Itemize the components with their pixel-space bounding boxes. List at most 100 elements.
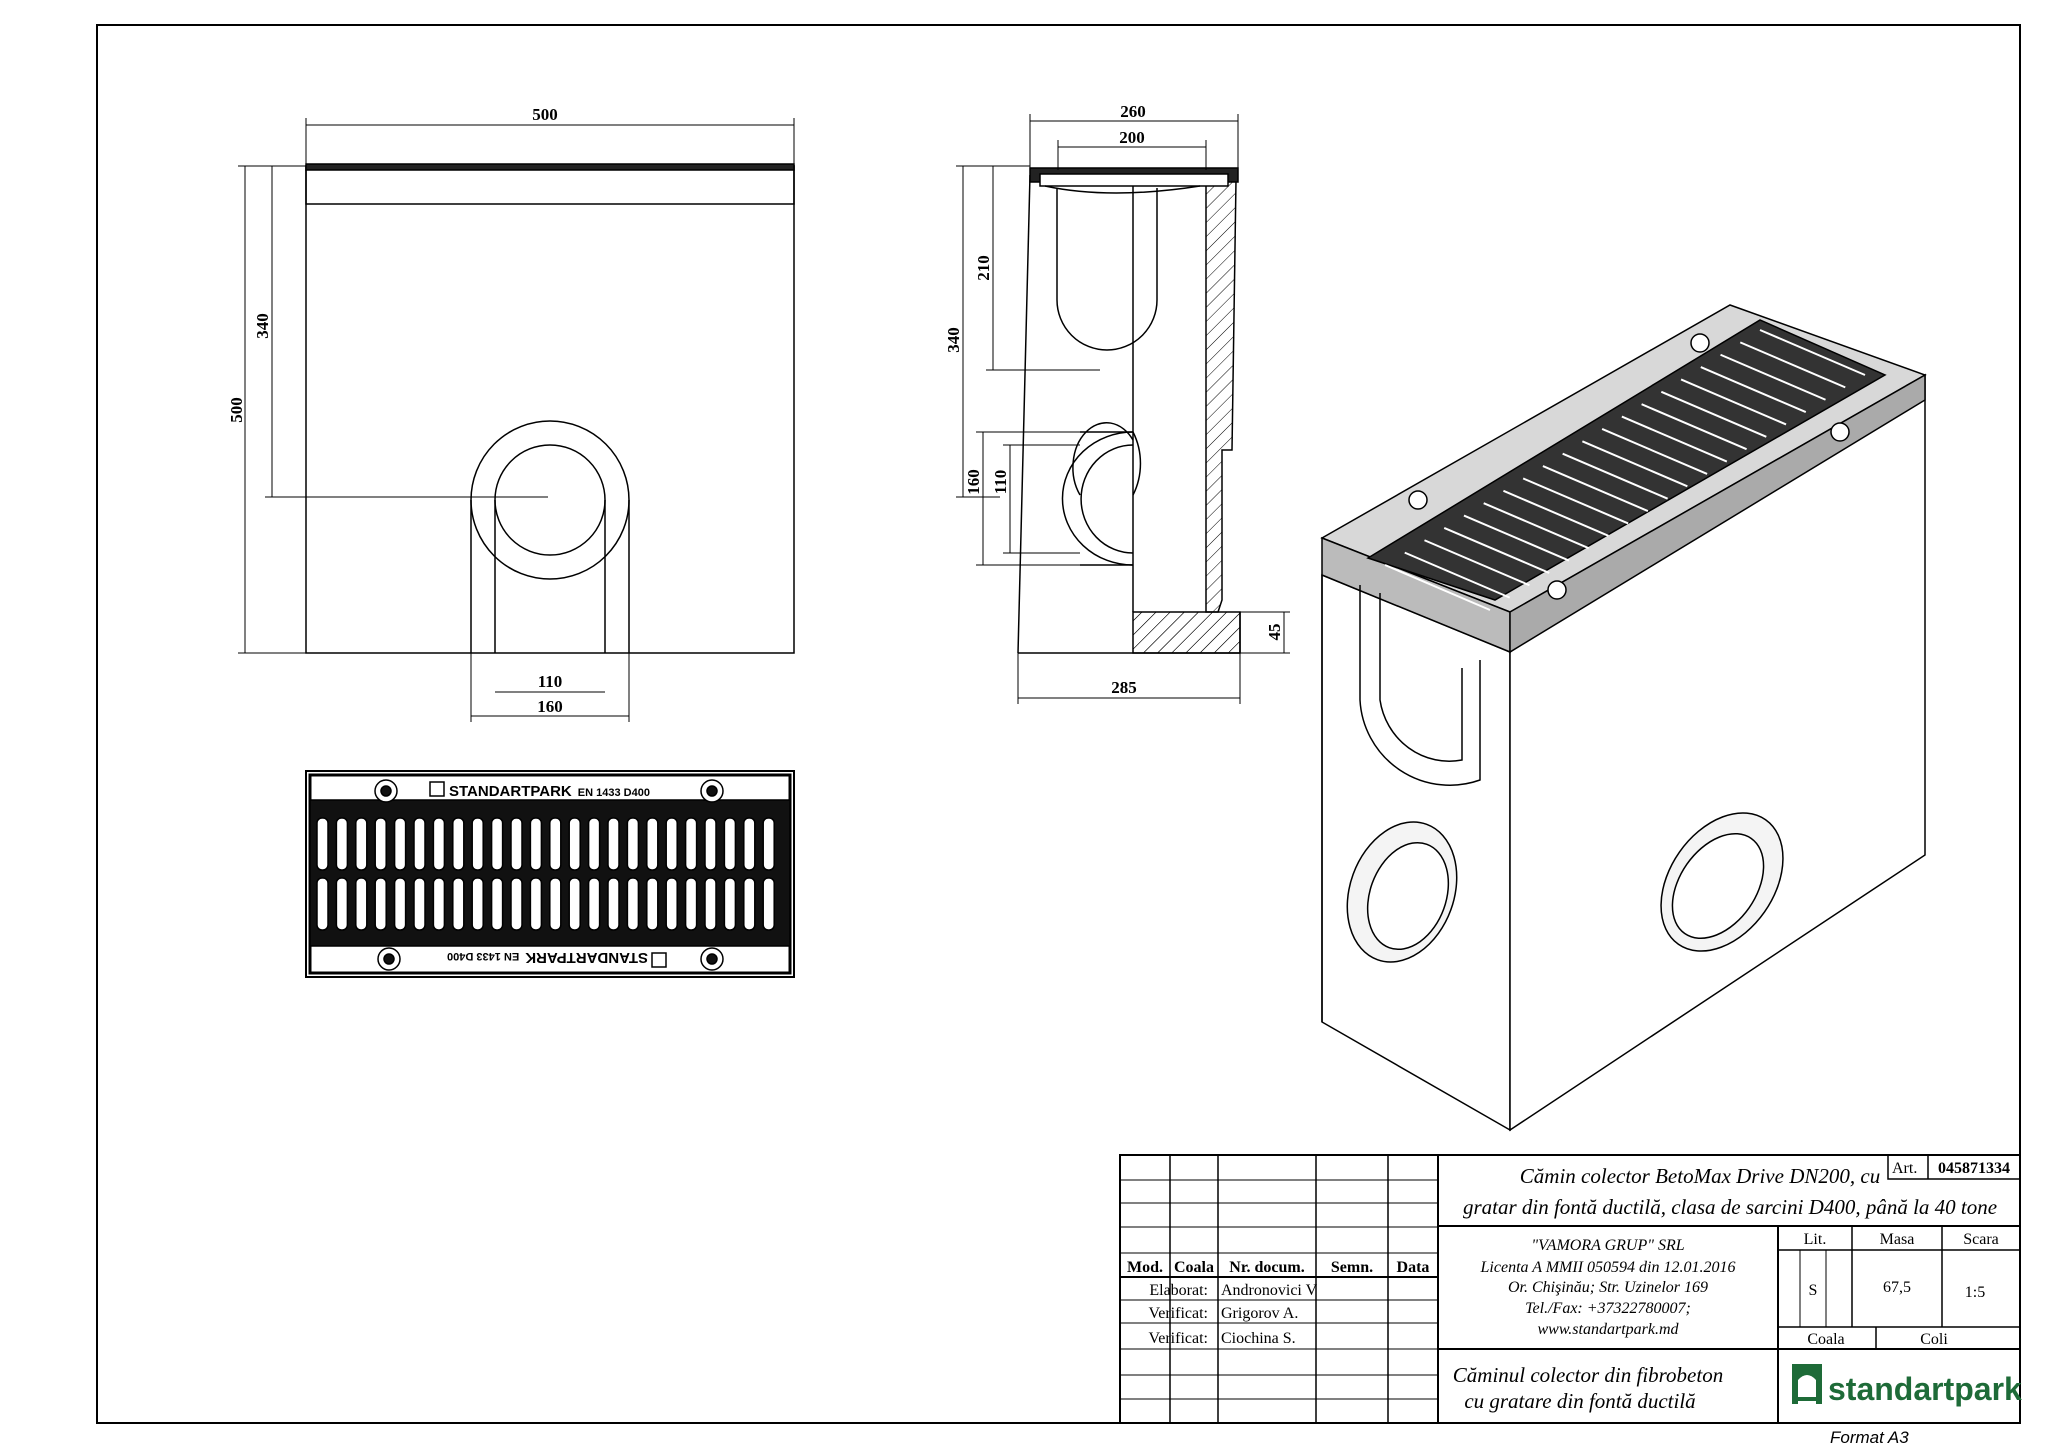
iso-grate-bar: [1739, 341, 1846, 389]
grate-slot: [510, 877, 523, 931]
grate-slot: [587, 877, 601, 931]
grate-slot: [335, 817, 349, 871]
grate-slot: [452, 817, 465, 871]
grate-slot: [510, 817, 523, 871]
grate-slot: [665, 877, 678, 931]
grate-slot: [393, 817, 407, 871]
header-mod: Mod.: [1127, 1259, 1163, 1276]
grate-slot: [471, 877, 484, 931]
grate-slot: [432, 817, 446, 871]
logo-text: standartpark: [1828, 1371, 2022, 1407]
grate-slot: [316, 877, 329, 931]
dim-side-width-inner: 200: [1119, 128, 1145, 147]
grate-slot: [743, 877, 756, 931]
grate-slot: [684, 817, 698, 871]
grate-slot: [413, 817, 426, 871]
iso-grate-bar: [1720, 353, 1826, 401]
header-nr-docum: Nr. docum.: [1229, 1259, 1304, 1276]
grate-slot: [626, 817, 640, 871]
title-block: [1119, 1154, 2021, 1424]
dim-front-width: 500: [532, 105, 558, 124]
grate-slot: [452, 877, 465, 931]
dim-side-bottom: 45: [1265, 624, 1284, 641]
grate-slot: [374, 877, 387, 931]
grate-slot: [704, 817, 717, 871]
dim-front-height-axis: 340: [253, 313, 272, 339]
grate-slot: [529, 877, 543, 931]
dim-side-width-top: 260: [1120, 102, 1146, 121]
iso-grate-bar: [1483, 502, 1590, 550]
front-view: [238, 118, 795, 722]
iso-grate-bar: [1660, 390, 1767, 438]
grate-slot: [393, 877, 407, 931]
grate-slot: [762, 877, 775, 931]
row-name-verificat-2: Ciochina S.: [1221, 1330, 1296, 1347]
grate-slot: [374, 817, 387, 871]
row-name-verificat-1: Grigorov A.: [1221, 1305, 1298, 1322]
dim-side-outer-dia: 160: [964, 469, 983, 495]
subtitle-line-2: cu gratare din fontă ductilă: [1464, 1389, 1695, 1413]
lit-label: Lit.: [1804, 1231, 1827, 1248]
iso-grate-bar: [1601, 428, 1708, 475]
grate-slot: [607, 877, 620, 931]
title-line-2: gratar din fontă ductilă, clasa de sarci…: [1463, 1195, 1997, 1219]
grate-slot: [529, 817, 543, 871]
grating-top-view: [305, 770, 795, 978]
grate-slot: [355, 817, 368, 871]
grate-slot: [335, 877, 349, 931]
dim-side-base-width: 285: [1111, 678, 1137, 697]
iso-grate-bar: [1680, 378, 1787, 426]
header-coala: Coala: [1174, 1259, 1214, 1276]
grate-slot: [684, 877, 698, 931]
iso-grate-bar: [1443, 526, 1550, 574]
grate-slot: [471, 817, 484, 871]
grate-slot: [490, 877, 504, 931]
grate-slot: [549, 877, 562, 931]
company-address: Or. Chişinău; Str. Uzinelor 169: [1508, 1279, 1708, 1296]
dim-side-inner-dia: 110: [991, 470, 1010, 495]
coli-label: Coli: [1920, 1331, 1948, 1348]
row-role-verificat-2: Verificat:: [1148, 1330, 1208, 1347]
scara-value: 1:5: [1965, 1284, 1985, 1301]
iso-grate-bar: [1759, 329, 1866, 376]
dim-side-height-340: 340: [944, 327, 963, 353]
title-line-1: Cămin colector BetoMax Drive DN200, cu: [1520, 1164, 1880, 1188]
row-name-elaborat: Andronovici V: [1221, 1282, 1318, 1299]
iso-grate-bar: [1404, 551, 1511, 599]
art-label: Art.: [1892, 1160, 1917, 1177]
grate-slot: [646, 817, 659, 871]
iso-grate-bar: [1522, 477, 1629, 525]
dim-front-height-total: 500: [227, 397, 246, 423]
grate-slot: [355, 877, 368, 931]
iso-grate-bar: [1542, 465, 1649, 512]
grate-slot: [568, 877, 581, 931]
header-semn: Semn.: [1331, 1259, 1373, 1276]
grate-slot: [743, 817, 756, 871]
grate-slot: [646, 877, 659, 931]
art-number: 045871334: [1938, 1160, 2010, 1177]
format-label: Format A3: [1830, 1428, 1909, 1447]
grate-slot: [316, 817, 329, 871]
masa-value: 67,5: [1883, 1279, 1911, 1296]
masa-label: Masa: [1880, 1231, 1915, 1248]
grate-slot: [665, 817, 678, 871]
scara-label: Scara: [1963, 1231, 1999, 1248]
coala-label: Coala: [1807, 1331, 1844, 1348]
grate-slot: [413, 877, 426, 931]
iso-grate-bar: [1641, 403, 1747, 451]
subtitle-line-1: Căminul colector din fibrobeton: [1453, 1363, 1723, 1387]
grating-brand-bottom: STANDARTPARKEN 1433 D400: [447, 949, 648, 966]
company-phone: Tel./Fax: +37322780007;: [1525, 1300, 1691, 1317]
company-web: www.standartpark.md: [1537, 1321, 1679, 1338]
iso-grate-bar: [1581, 440, 1688, 488]
iso-grate-bar: [1562, 452, 1669, 500]
header-data: Data: [1397, 1259, 1430, 1276]
dim-side-depth-210: 210: [974, 255, 993, 281]
side-section: [956, 114, 1290, 704]
grate-slot: [490, 817, 504, 871]
grate-slot: [568, 817, 581, 871]
iso-grate-bar: [1424, 539, 1530, 587]
iso-grate-bar: [1503, 489, 1609, 537]
iso-grate-bar: [1384, 564, 1491, 611]
